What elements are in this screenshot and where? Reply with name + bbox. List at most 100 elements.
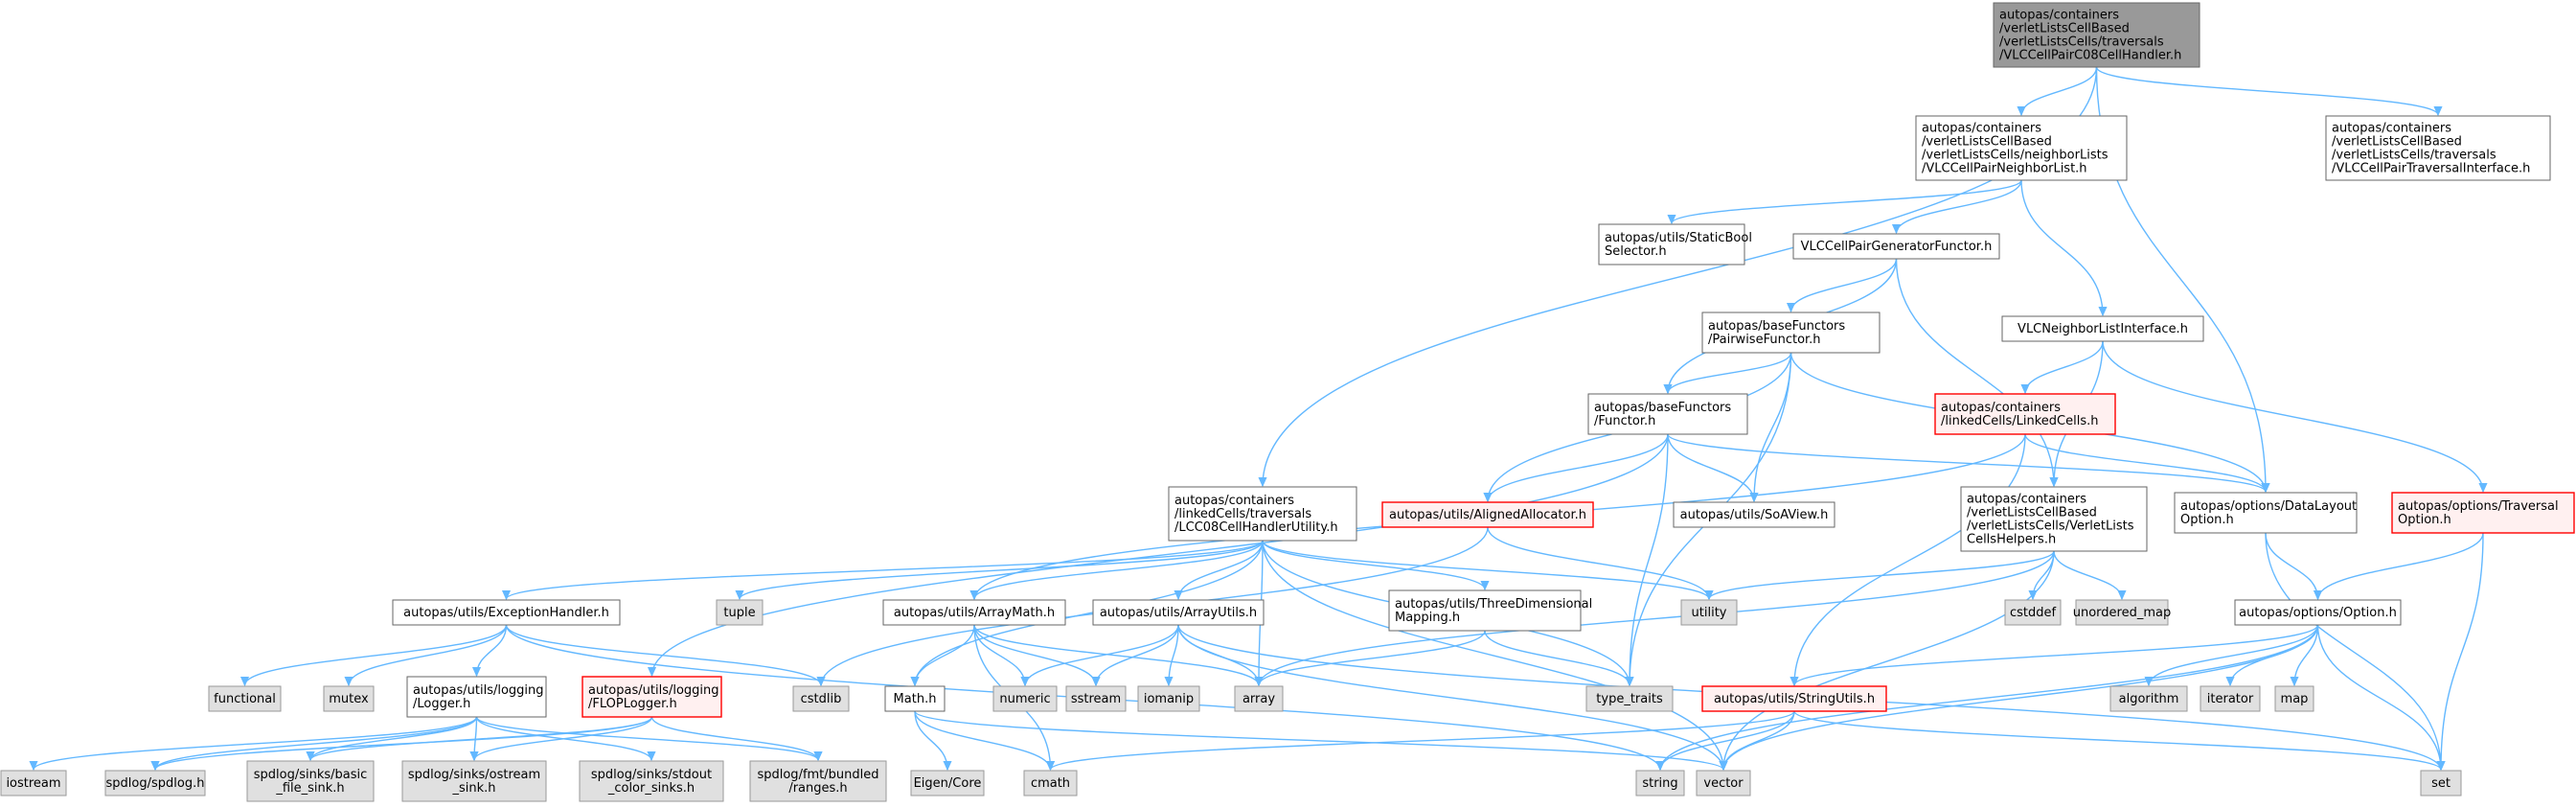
node-box: [1234, 685, 1284, 712]
graph-node-alignedalloc[interactable]: autopas/utils/AlignedAllocator.h: [1381, 501, 1594, 528]
node-box: [401, 760, 547, 802]
dependency-edge: [1668, 352, 1792, 393]
dependency-edge: [1723, 550, 2055, 770]
node-box: [2391, 492, 2575, 534]
node-box: [2004, 599, 2062, 626]
node-box: [2325, 115, 2551, 181]
node-label-line: /verletListsCells/traversals: [2332, 149, 2496, 163]
graph-node-logger[interactable]: autopas/utils/logging/Logger.h: [406, 676, 547, 718]
dependency-edge: [915, 540, 1264, 685]
dependency-edge: [2021, 66, 2098, 115]
node-label-line: spdlog/spdlog.h: [106, 776, 205, 791]
node-label-line: cstdlib: [801, 692, 842, 706]
dependency-edge: [2020, 179, 2103, 315]
dependency-edge: [1793, 710, 2441, 770]
node-label-line: autopas/utils/StringUtils.h: [1714, 692, 1875, 706]
node-label-line: vector: [1703, 776, 1744, 791]
graph-node-spdlog: spdlog/spdlog.h: [104, 770, 206, 796]
node-box: [1585, 685, 1674, 712]
node-label-line: /verletListsCells/VerletLists: [1967, 519, 2134, 534]
node-label-line: autopas/containers: [2332, 122, 2451, 136]
node-label-line: tuple: [723, 606, 755, 620]
node-label-line: autopas/containers: [1941, 401, 2061, 415]
dependency-edge: [1178, 540, 1264, 599]
node-box: [1960, 486, 2148, 552]
node-label-line: sstream: [1071, 692, 1121, 706]
node-label-line: /VLCCellPairTraversalInterface.h: [2332, 162, 2530, 176]
node-label-line: spdlog/sinks/ostream: [408, 768, 540, 782]
node-box: [1092, 599, 1265, 626]
node-label-line: autopas/utils/ExceptionHandler.h: [403, 606, 609, 620]
graph-node-pairnl[interactable]: autopas/containers/verletListsCellBased/…: [1915, 115, 2128, 181]
node-label-line: spdlog/sinks/stdout: [591, 768, 712, 782]
dependency-edge: [1667, 433, 1754, 501]
graph-node-cstddef: cstddef: [2004, 599, 2062, 626]
dependency-edge: [475, 716, 819, 760]
dependency-edge: [650, 716, 819, 760]
graph-node-pairwise[interactable]: autopas/baseFunctors/PairwiseFunctor.h: [1701, 312, 1881, 354]
graph-node-vlciface[interactable]: VLCNeighborListInterface.h: [2001, 315, 2204, 342]
node-box: [2234, 599, 2402, 626]
node-box: [208, 685, 282, 712]
node-label-line: /verletListsCellBased: [1999, 22, 2130, 36]
node-label-line: autopas/utils/SoAView.h: [1680, 508, 1829, 522]
dependency-edge: [1794, 433, 2026, 685]
node-label-line: /verletListsCellBased: [2332, 135, 2462, 150]
dependency-edge: [2024, 433, 2266, 492]
dependency-edge: [1262, 540, 1709, 599]
node-box: [1168, 486, 1357, 542]
graph-node-functor[interactable]: autopas/baseFunctors/Functor.h: [1587, 393, 1748, 435]
node-box: [246, 760, 375, 802]
graph-node-mathh[interactable]: Math.h: [884, 685, 946, 712]
graph-node-arrayutils[interactable]: autopas/utils/ArrayUtils.h: [1092, 599, 1265, 626]
graph-node-exception[interactable]: autopas/utils/ExceptionHandler.h: [392, 599, 621, 626]
dependency-edge: [973, 624, 1096, 685]
node-label-line: _file_sink.h: [275, 781, 344, 796]
node-label-line: /LCC08CellHandlerUtility.h: [1174, 520, 1338, 535]
dependency-edge: [914, 710, 1051, 770]
graph-node-lcc08[interactable]: autopas/containers/linkedCells/traversal…: [1168, 486, 1357, 542]
graph-node-stringutils[interactable]: autopas/utils/StringUtils.h: [1701, 685, 1887, 712]
node-label-line: mutex: [329, 692, 369, 706]
dependency-edge: [1169, 624, 1179, 685]
node-box: [2109, 685, 2188, 712]
graph-node-vlhelpers[interactable]: autopas/containers/verletListsCellBased/…: [1960, 486, 2148, 552]
node-label-line: /verletListsCells/neighborLists: [1922, 149, 2109, 163]
node-box: [1701, 312, 1881, 354]
graph-node-set: set: [2420, 770, 2462, 796]
dependency-edge: [974, 540, 1264, 599]
dependency-edge: [1660, 624, 2319, 770]
dependency-edge: [2265, 532, 2441, 770]
node-box: [104, 770, 206, 796]
graph-node-soaview[interactable]: autopas/utils/SoAView.h: [1673, 501, 1835, 528]
graph-node-functional: functional: [208, 685, 282, 712]
node-box: [1023, 770, 1078, 796]
graph-node-traviface[interactable]: autopas/containers/verletListsCellBased/…: [2325, 115, 2551, 181]
node-box: [1388, 589, 1582, 632]
node-label-line: functional: [214, 692, 276, 706]
node-box: [1701, 685, 1887, 712]
graph-node-algorithm: algorithm: [2109, 685, 2188, 712]
dependency-edge: [310, 716, 478, 760]
node-label-line: autopas/baseFunctors: [1594, 401, 1731, 415]
node-label-line: /linkedCells/LinkedCells.h: [1941, 414, 2098, 428]
graph-node-genfunctor[interactable]: VLCCellPairGeneratorFunctor.h: [1792, 233, 2000, 260]
node-label-line: /verletListsCellBased: [1922, 135, 2052, 150]
graph-node-mutex: mutex: [323, 685, 375, 712]
node-label-line: autopas/containers: [1174, 494, 1294, 508]
node-label-line: Option.h: [2180, 513, 2234, 527]
node-label-line: VLCNeighborListInterface.h: [2017, 322, 2188, 336]
graph-node-arraymath[interactable]: autopas/utils/ArrayMath.h: [882, 599, 1066, 626]
graph-node-option[interactable]: autopas/options/Option.h: [2234, 599, 2402, 626]
node-label-line: /PairwiseFunctor.h: [1708, 333, 1821, 347]
graph-node-utility: utility: [1680, 599, 1738, 626]
graph-node-floplogger[interactable]: autopas/utils/logging/FLOPLogger.h: [581, 676, 722, 718]
node-label-line: /VLCCellPairC08CellHandler.h: [1999, 49, 2181, 63]
graph-node-linkedcells[interactable]: autopas/containers/linkedCells/LinkedCel…: [1934, 393, 2116, 435]
dependency-edge: [2318, 532, 2484, 599]
node-box: [910, 770, 985, 796]
